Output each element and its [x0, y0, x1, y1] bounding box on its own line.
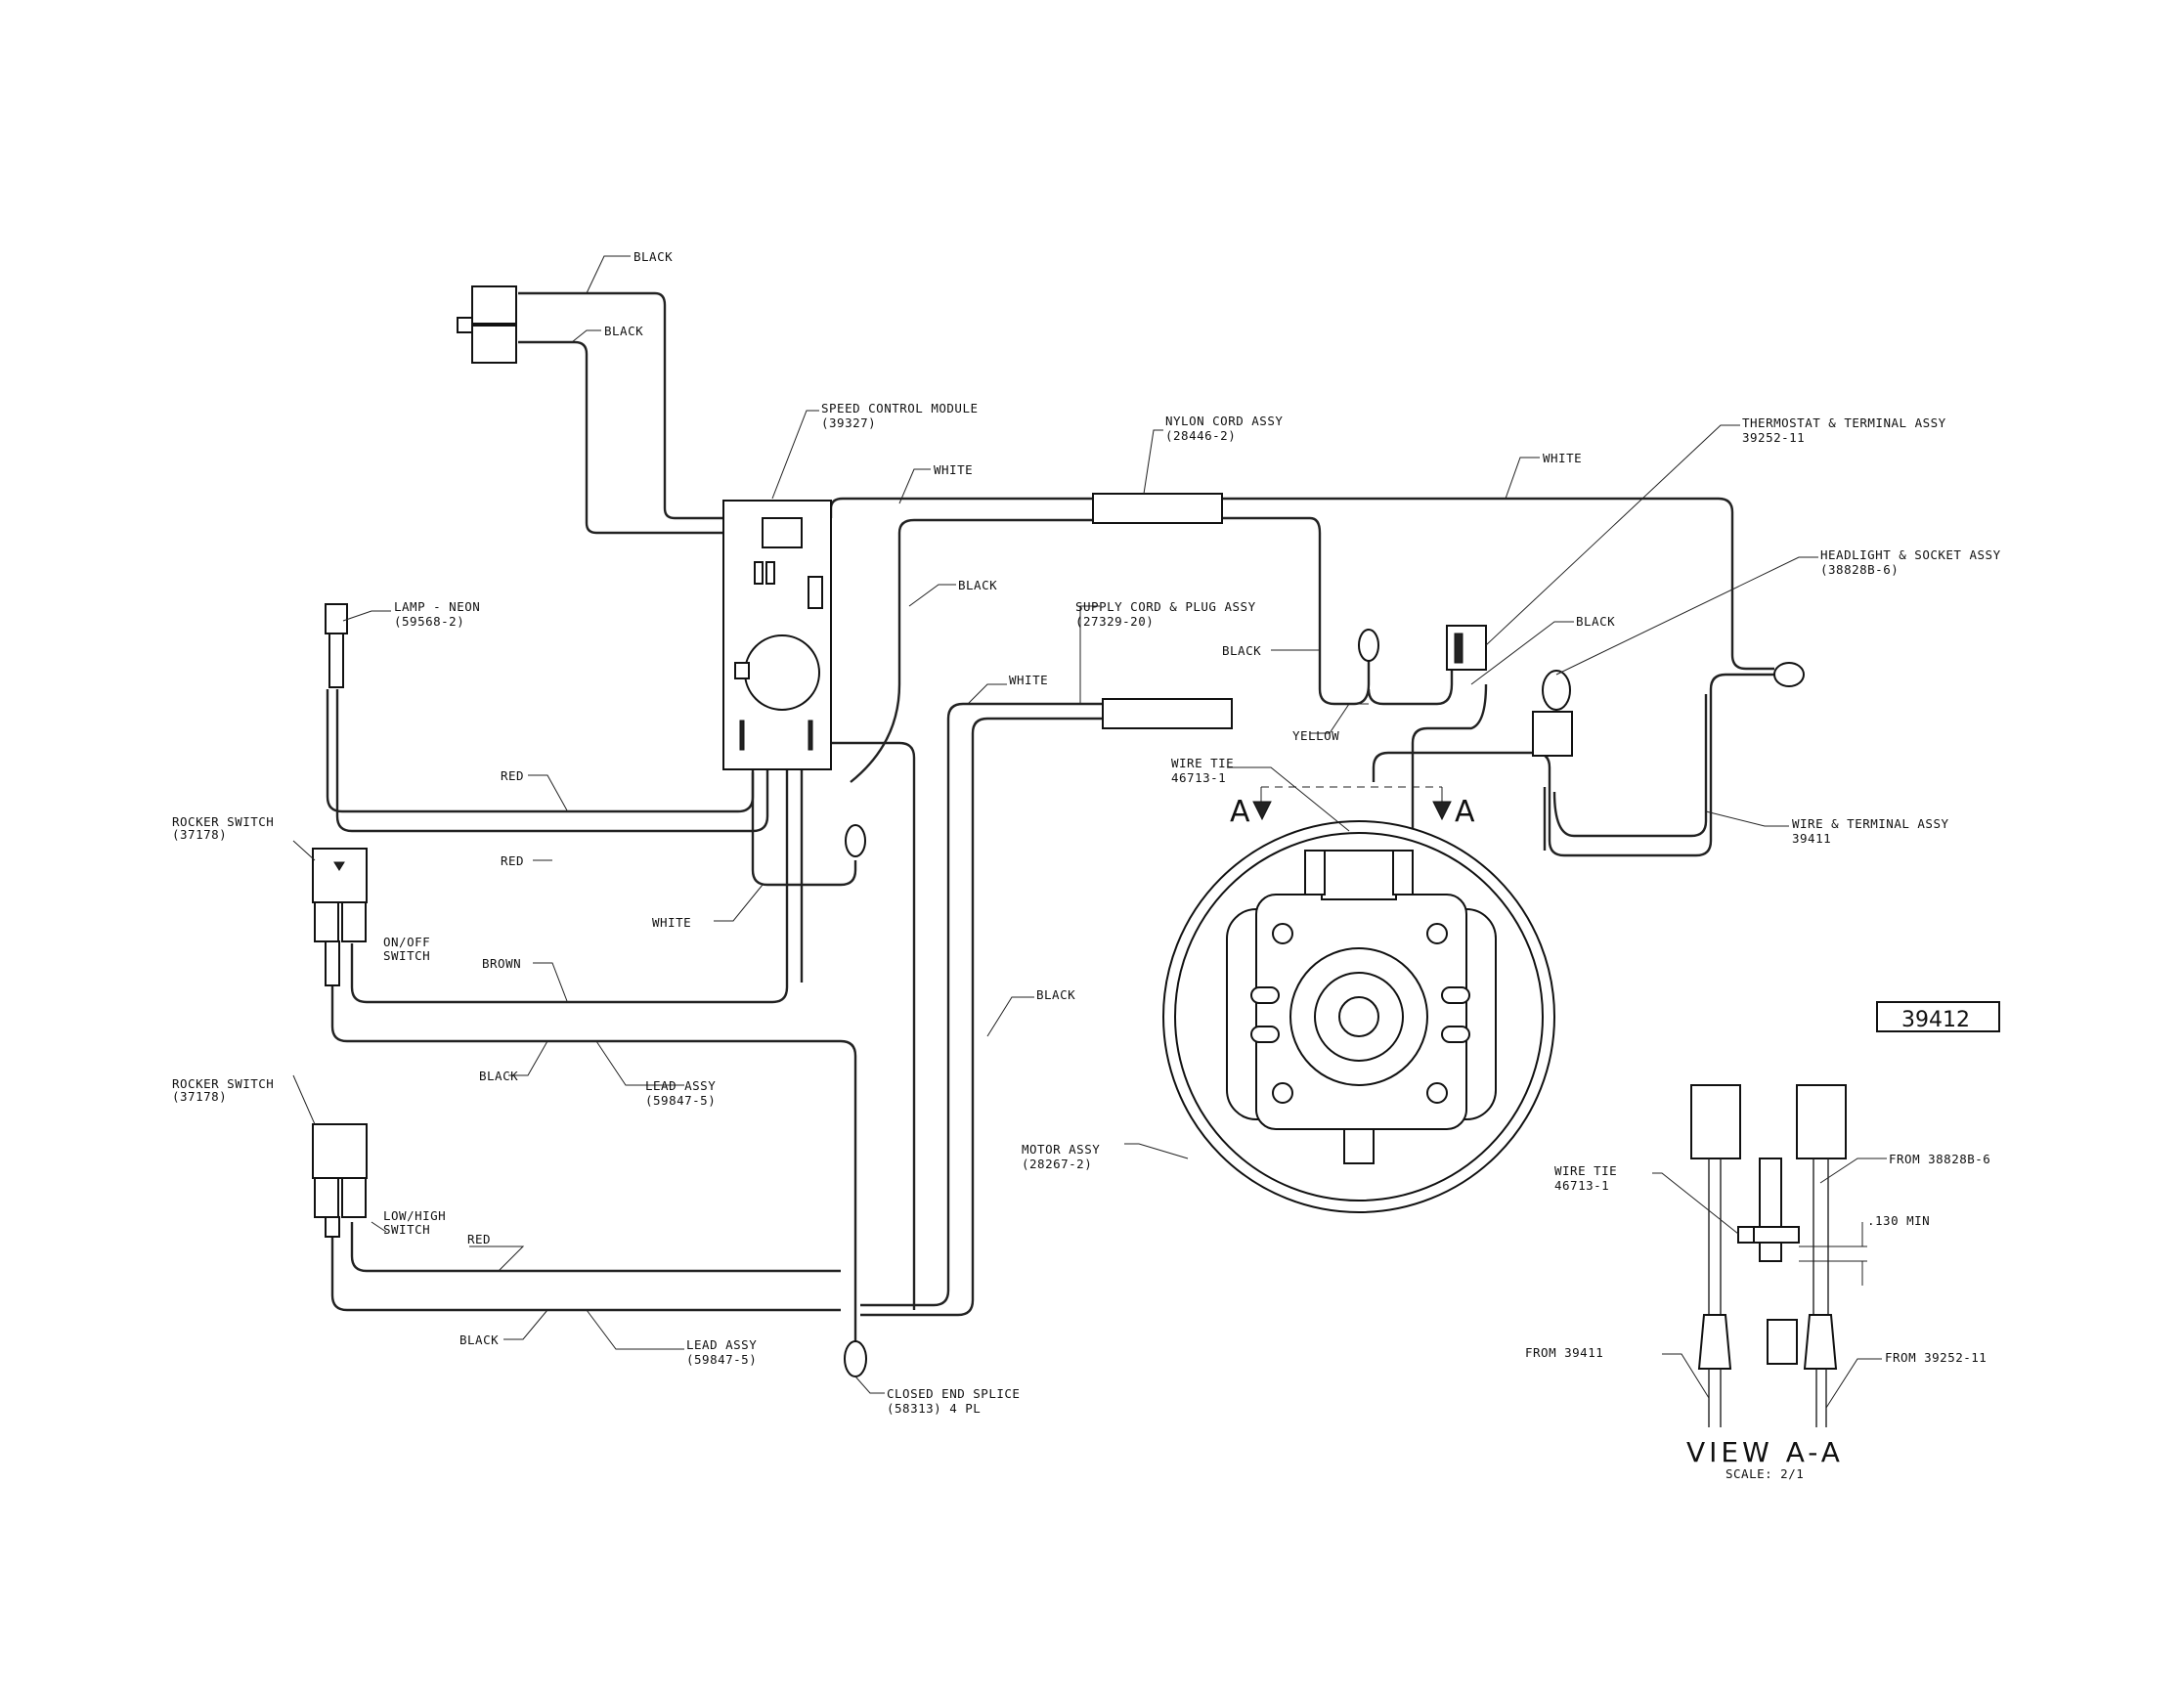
label-wire-terminal-pn: 39411 [1792, 831, 1831, 846]
motor-assembly [1162, 786, 1555, 1213]
label-black-right1: BLACK [1576, 614, 1615, 629]
rocker-switch-1 [312, 848, 368, 986]
label-closed-splice-pn: (58313) 4 PL [887, 1401, 981, 1416]
bulb-middle [1358, 629, 1379, 662]
label-section-a-right: A [1455, 795, 1475, 829]
label-headlight-pn: (38828B-6) [1820, 562, 1899, 577]
supply-cord-sleeve [1102, 698, 1233, 729]
bulb-small [845, 824, 866, 857]
label-red-2: RED [501, 853, 524, 868]
label-section-a-left: A [1230, 795, 1250, 829]
label-supply-cord-pn: (27329-20) [1075, 614, 1154, 629]
label-lead-assy-1: LEAD ASSY [645, 1078, 716, 1093]
label-headlight: HEADLIGHT & SOCKET ASSY [1820, 547, 2001, 562]
thermostat [1446, 625, 1487, 671]
label-lead-assy-2-pn: (59847-5) [686, 1352, 757, 1367]
label-lowhigh-2: SWITCH [383, 1222, 430, 1237]
label-nylon-cord-pn: (28446-2) [1165, 428, 1236, 443]
label-rocker-switch-1-pn: (37178) [172, 827, 227, 842]
label-rocker-switch-1: ROCKER SWITCH [172, 814, 274, 829]
label-lamp-neon: LAMP - NEON [394, 599, 480, 614]
label-white-supply: WHITE [1009, 673, 1048, 687]
label-from-38828: FROM 38828B-6 [1889, 1152, 1990, 1166]
label-black-right2: BLACK [1222, 643, 1261, 658]
label-rocker-switch-2-pn: (37178) [172, 1089, 227, 1104]
label-rocker-switch-2: ROCKER SWITCH [172, 1076, 274, 1091]
view-aa-detail [1690, 1084, 1867, 1427]
top-connector [457, 285, 517, 364]
label-red-1: RED [501, 768, 524, 783]
label-from-39411: FROM 39411 [1525, 1345, 1603, 1360]
label-brown: BROWN [482, 956, 521, 971]
label-lowhigh: LOW/HIGH [383, 1208, 446, 1223]
part-number-box [1876, 1001, 2000, 1032]
label-red-3: RED [467, 1232, 491, 1246]
label-black-mid: BLACK [958, 578, 997, 592]
label-black-top2: BLACK [604, 324, 643, 338]
wiring-harness [326, 291, 1774, 1349]
label-from-39252: FROM 39252-11 [1885, 1350, 1987, 1365]
view-scale: SCALE: 2/1 [1725, 1466, 1804, 1481]
labels: BLACK BLACK SPEED CONTROL MODULE (39327)… [172, 249, 2001, 1481]
label-min-130: .130 MIN [1867, 1213, 1930, 1228]
headlight-socket [1532, 662, 1805, 757]
label-lamp-neon-pn: (59568-2) [394, 614, 464, 629]
label-speed-module-pn: (39327) [821, 415, 876, 430]
label-wire-tie-2-pn: 46713-1 [1554, 1178, 1609, 1193]
label-yellow: YELLOW [1292, 728, 1339, 743]
label-motor-assy: MOTOR ASSY [1022, 1142, 1100, 1157]
label-speed-module: SPEED CONTROL MODULE [821, 401, 979, 415]
label-supply-cord: SUPPLY CORD & PLUG ASSY [1075, 599, 1256, 614]
label-black-vertical: BLACK [1036, 987, 1075, 1002]
view-title: VIEW A-A [1686, 1436, 1844, 1468]
label-onoff: ON/OFF [383, 935, 430, 949]
label-nylon-cord: NYLON CORD ASSY [1165, 414, 1283, 428]
label-thermostat-pn: 39252-11 [1742, 430, 1805, 445]
leader-lines [292, 255, 1887, 1409]
label-white-top-right: WHITE [1543, 451, 1582, 465]
label-wire-terminal: WIRE & TERMINAL ASSY [1792, 816, 1949, 831]
neon-lamp [325, 603, 348, 688]
label-black-lead1: BLACK [479, 1069, 518, 1083]
label-lead-assy-2: LEAD ASSY [686, 1337, 757, 1352]
nylon-cord-sleeve [1092, 493, 1223, 524]
label-white-low: WHITE [652, 915, 691, 930]
label-motor-assy-pn: (28267-2) [1022, 1157, 1092, 1171]
label-lead-assy-1-pn: (59847-5) [645, 1093, 716, 1108]
label-wire-tie-1: WIRE TIE [1171, 756, 1234, 770]
rocker-switch-2 [312, 1123, 368, 1238]
label-onoff-2: SWITCH [383, 948, 430, 963]
speed-control-module [722, 500, 832, 770]
closed-end-splice [844, 1340, 867, 1377]
part-number: 39412 [1901, 1008, 1970, 1032]
label-white-top-left: WHITE [934, 462, 973, 477]
label-closed-splice: CLOSED END SPLICE [887, 1386, 1020, 1401]
label-wire-tie-2: WIRE TIE [1554, 1163, 1617, 1178]
label-black-lead2: BLACK [459, 1333, 499, 1347]
label-wire-tie-1-pn: 46713-1 [1171, 770, 1226, 785]
label-black-top: BLACK [633, 249, 673, 264]
label-thermostat: THERMOSTAT & TERMINAL ASSY [1742, 415, 1946, 430]
